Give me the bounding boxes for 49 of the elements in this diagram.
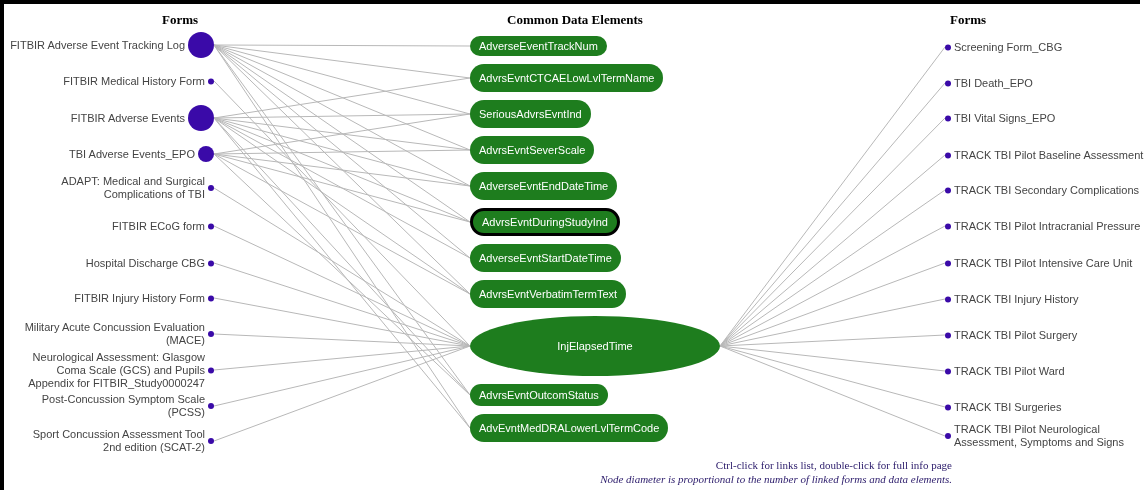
data-element-node: SeriousAdvrsEvntInd bbox=[470, 100, 591, 128]
connector-line bbox=[719, 225, 946, 347]
data-element-node: AdvrsEvntOutcomStatus bbox=[470, 384, 608, 406]
connector-line bbox=[213, 80, 471, 347]
connector-line bbox=[213, 44, 471, 47]
data-element-node: AdvrsEvntVerbatimTermText bbox=[470, 280, 627, 308]
connector-line bbox=[213, 113, 471, 119]
form-name: Hospital Discharge CBG bbox=[85, 256, 205, 270]
form-name: Sport Concussion Assessment Tool 2nd edition (SCAT-2) bbox=[31, 428, 205, 454]
note: Ctrl-click for links list, double-click for full info page bbox=[715, 459, 952, 471]
form-name: TRACK TBI Surgeries bbox=[954, 400, 1062, 414]
form-name: TRACK TBI Injury History bbox=[954, 292, 1079, 306]
column-heading: Forms bbox=[161, 12, 199, 28]
data-element-node: AdverseEventTrackNum bbox=[470, 36, 607, 56]
data-element-node: AdvrsEvntCTCAELowLvlTermName bbox=[470, 64, 664, 92]
connector-line bbox=[213, 345, 471, 442]
form-name: TRACK TBI Pilot Neurological Assessment, Symptoms and Signs bbox=[954, 423, 1125, 449]
column-heading: Common Data Elements bbox=[507, 12, 643, 28]
form-name: TRACK TBI Pilot Intracranial Pressure bbox=[954, 219, 1141, 233]
form-name: TRACK TBI Pilot Intensive Care Unit bbox=[954, 256, 1133, 270]
data-element-node: AdvrsEvntSeverScale bbox=[470, 136, 595, 164]
form-name: FITBIR ECoG form bbox=[112, 219, 205, 233]
note: Node diameter is proportional to the number of linked forms and data elements. bbox=[600, 473, 952, 485]
form-name: FITBIR Adverse Event Tracking Log bbox=[10, 38, 185, 52]
form-name: TBI Death_EPO bbox=[954, 76, 1033, 90]
form-name: FITBIR Adverse Events bbox=[70, 111, 185, 125]
form-name: TRACK TBI Secondary Complications bbox=[954, 183, 1140, 197]
form-name: TRACK TBI Pilot Surgery bbox=[954, 328, 1078, 342]
data-element-node: InjElapsedTime bbox=[470, 316, 720, 376]
connector-line bbox=[213, 149, 471, 155]
connector-line bbox=[213, 153, 471, 295]
form-name: ADAPT: Medical and Surgical Complications of TBI bbox=[60, 175, 205, 201]
column-heading: Forms bbox=[949, 12, 987, 28]
form-name: Neurological Assessment: Glasgow Coma Scale (GCS) and Pupils Appendix for FITBIR_Study0000247 bbox=[27, 350, 205, 390]
form-name: TBI Vital Signs_EPO bbox=[954, 111, 1056, 125]
form-name: Military Acute Concussion Evaluation (MACE) bbox=[23, 321, 205, 347]
form-name: FITBIR Injury History Form bbox=[74, 291, 205, 305]
connector-line bbox=[213, 187, 471, 347]
form-name: TRACK TBI Pilot Baseline Assessment bbox=[954, 148, 1144, 162]
form-name: Post-Concussion Symptom Scale (PCSS) bbox=[40, 393, 205, 419]
data-element-node: AdverseEvntEndDateTime bbox=[470, 172, 618, 200]
connector-line bbox=[719, 345, 946, 437]
data-element-node: AdvrsEvntDuringStudyInd bbox=[470, 208, 620, 236]
form-name: TRACK TBI Pilot Ward bbox=[954, 364, 1065, 378]
form-name: TBI Adverse Events_EPO bbox=[69, 147, 195, 161]
form-name: Screening Form_CBG bbox=[954, 40, 1063, 54]
form-name: FITBIR Medical History Form bbox=[63, 74, 205, 88]
data-element-node: AdverseEvntStartDateTime bbox=[470, 244, 621, 272]
data-element-node: AdvEvntMedDRALowerLvlTermCode bbox=[470, 414, 669, 442]
